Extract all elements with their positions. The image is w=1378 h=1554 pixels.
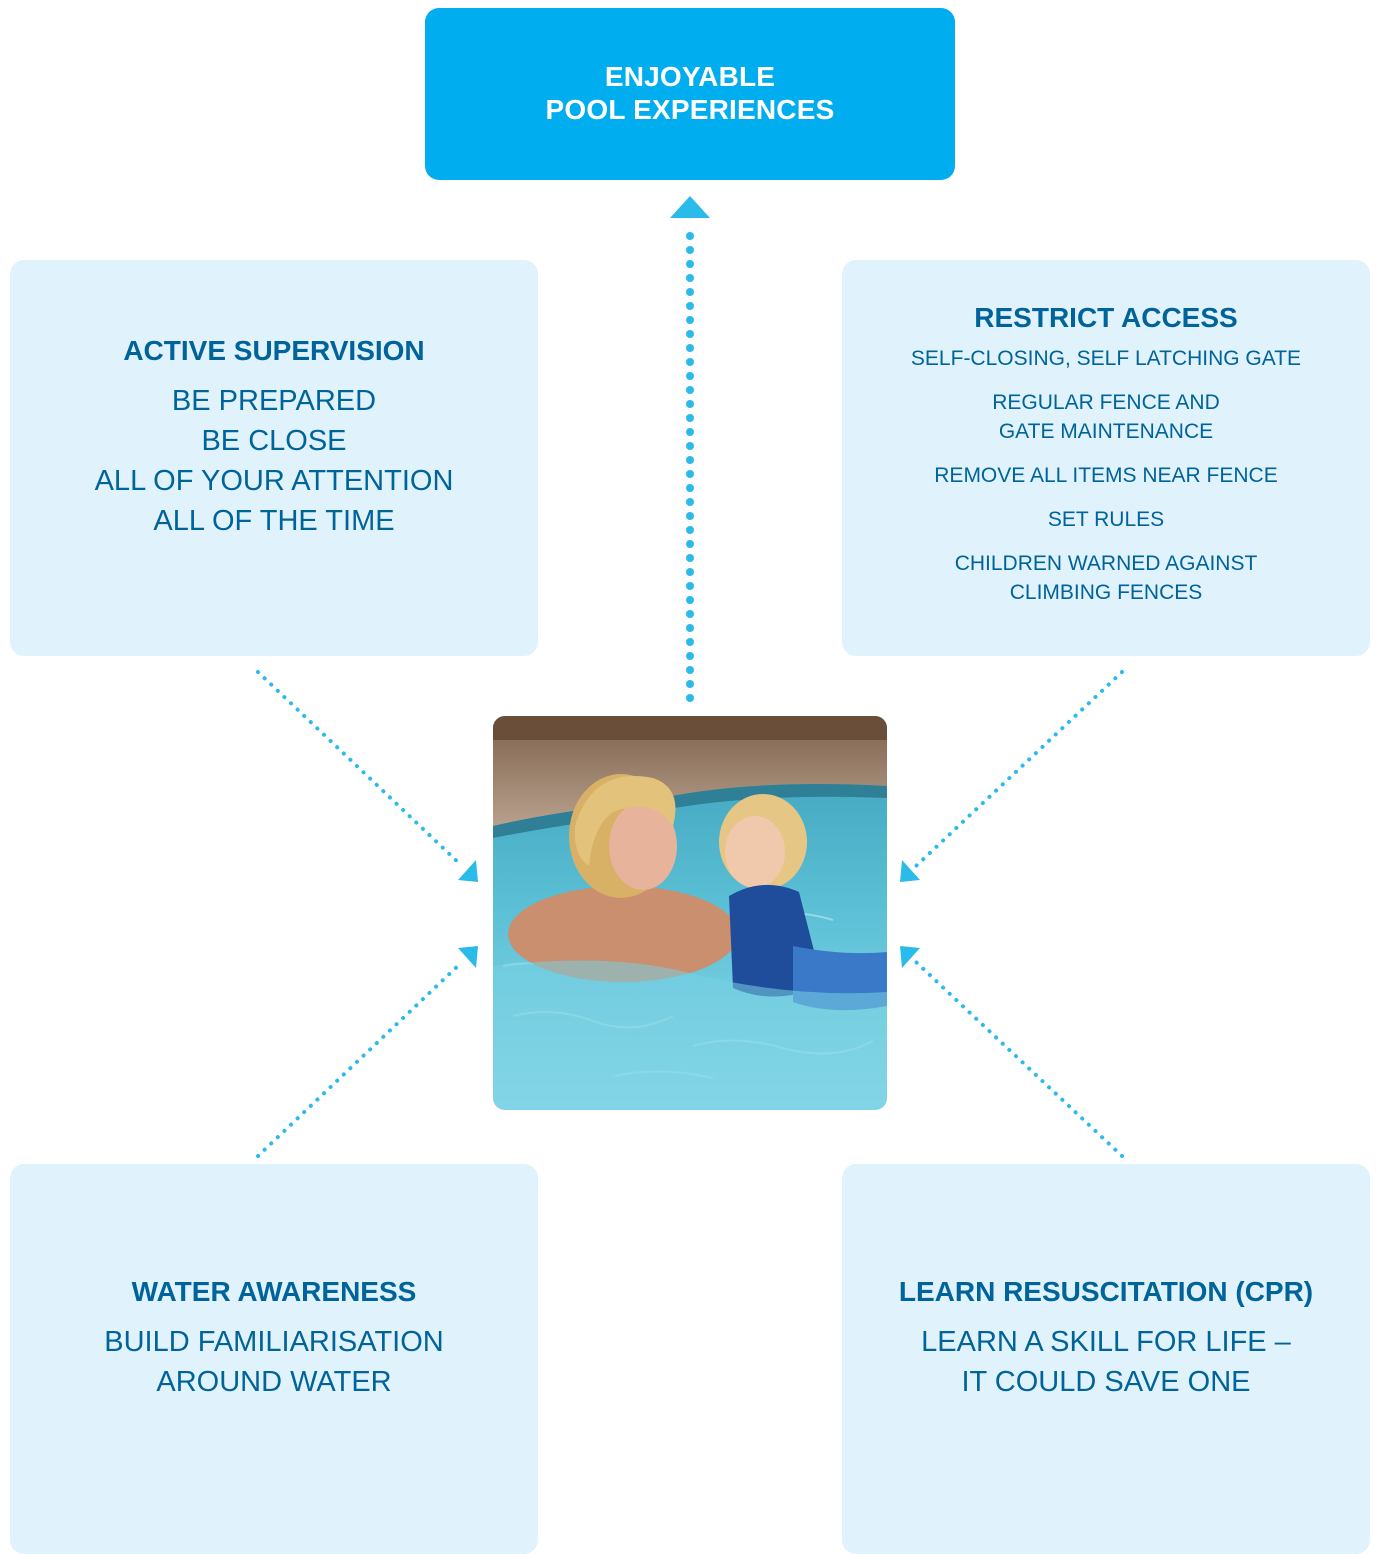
arrow-from-active-supervision [256, 670, 464, 868]
restrict-access-item: REMOVE ALL ITEMS NEAR FENCE [934, 461, 1277, 490]
active-supervision-title: ACTIVE SUPERVISION [123, 335, 425, 366]
arrow-up-head [670, 196, 710, 218]
active-supervision-card: ACTIVE SUPERVISION BE PREPARED BE CLOSE … [10, 260, 538, 656]
active-supervision-line: BE PREPARED [171, 385, 377, 417]
pool-photo-illustration [493, 716, 887, 1110]
restrict-access-item: SET RULES [1048, 505, 1164, 534]
water-awareness-line: BUILD FAMILIARISATION [104, 1326, 444, 1358]
arrow-head-top-left [458, 860, 478, 882]
active-supervision-line: ALL OF THE TIME [153, 505, 395, 537]
restrict-access-item: CHILDREN WARNED AGAINST CLIMBING FENCES [955, 549, 1258, 607]
goal-line-1: ENJOYABLE [604, 61, 776, 92]
arrow-up-dots [686, 232, 694, 702]
active-supervision-line: BE CLOSE [201, 425, 347, 457]
arrow-from-learn-cpr [914, 960, 1124, 1158]
water-awareness-card: WATER AWARENESS BUILD FAMILIARISATION AR… [10, 1164, 538, 1554]
restrict-access-title: RESTRICT ACCESS [974, 301, 1238, 333]
restrict-access-item-line: CLIMBING FENCES [1009, 580, 1203, 604]
learn-cpr-line: IT COULD SAVE ONE [961, 1366, 1251, 1398]
arrow-from-restrict-access [914, 670, 1124, 868]
pool-photo [493, 716, 887, 1110]
active-supervision-line: ALL OF YOUR ATTENTION [94, 465, 454, 497]
restrict-access-item-line: REMOVE ALL ITEMS NEAR FENCE [934, 463, 1278, 487]
restrict-access-item-line: SET RULES [1047, 507, 1165, 531]
goal-line-2: POOL EXPERIENCES [545, 94, 835, 125]
arrow-head-top-right [900, 860, 920, 882]
water-awareness-title: WATER AWARENESS [131, 1276, 417, 1307]
restrict-access-item: SELF-CLOSING, SELF LATCHING GATE [911, 344, 1301, 373]
learn-cpr-title: LEARN RESUSCITATION (CPR) [898, 1276, 1314, 1307]
learn-cpr-line: LEARN A SKILL FOR LIFE – [921, 1326, 1291, 1358]
arrow-from-water-awareness [256, 960, 464, 1158]
restrict-access-card: RESTRICT ACCESS SELF-CLOSING, SELF LATCH… [842, 260, 1370, 656]
restrict-access-item-line: CHILDREN WARNED AGAINST [954, 551, 1258, 575]
restrict-access-item-line: REGULAR FENCE AND [992, 390, 1220, 414]
goal-box: ENJOYABLE POOL EXPERIENCES [425, 8, 955, 180]
restrict-access-item-line: GATE MAINTENANCE [998, 419, 1214, 443]
restrict-access-item-line: SELF-CLOSING, SELF LATCHING GATE [910, 346, 1302, 370]
water-awareness-line: AROUND WATER [156, 1366, 392, 1398]
learn-cpr-card: LEARN RESUSCITATION (CPR) LEARN A SKILL … [842, 1164, 1370, 1554]
arrow-head-bottom-left [458, 946, 478, 968]
restrict-access-item: REGULAR FENCE AND GATE MAINTENANCE [992, 388, 1220, 446]
arrow-head-bottom-right [900, 946, 920, 968]
